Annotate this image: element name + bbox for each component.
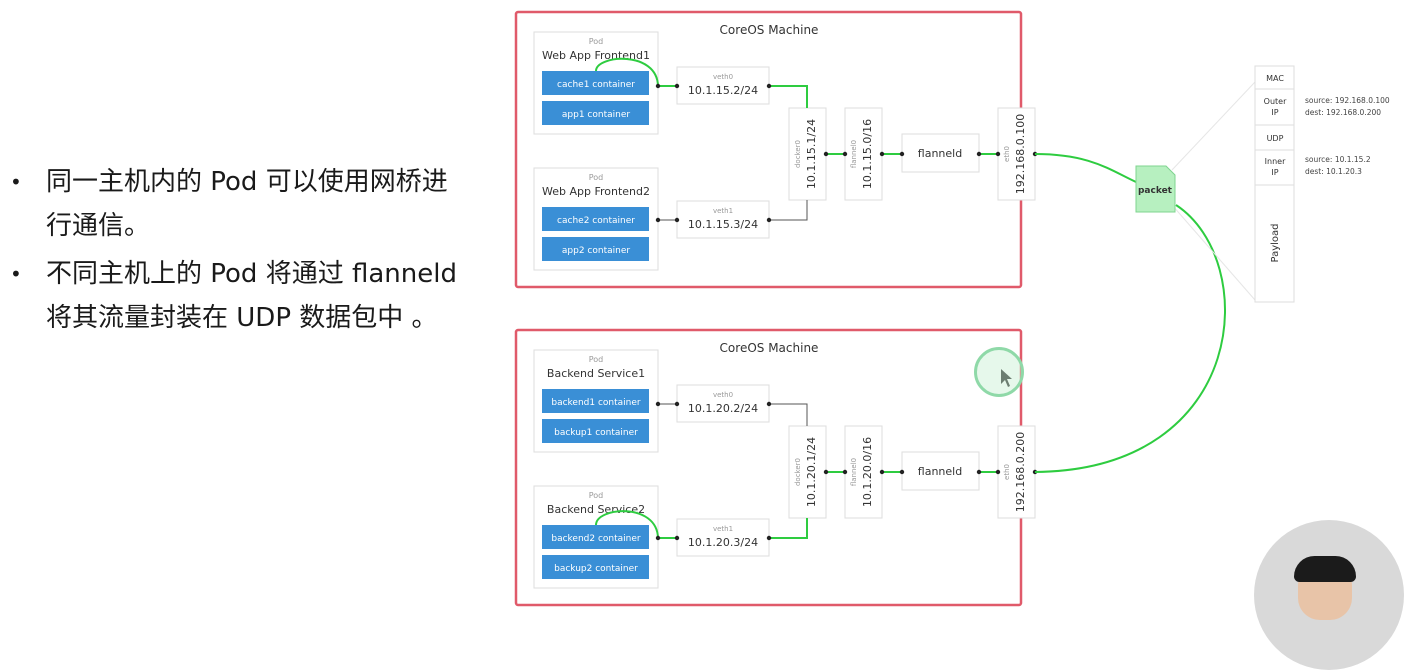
eth0-box: eth0 192.168.0.200 bbox=[997, 425, 1036, 519]
packet-guide-lines bbox=[1171, 81, 1256, 301]
pod-tag: Pod bbox=[589, 491, 604, 500]
docker0-box: docker0 10.1.20.1/24 bbox=[788, 425, 827, 519]
bullet-list: • 同一主机内的 Pod 可以使用网桥进行通信。 • 不同主机上的 Pod 将通… bbox=[10, 160, 460, 344]
bridge-ip: 10.1.15.1/24 bbox=[805, 119, 818, 189]
veth-ip: 10.1.20.2/24 bbox=[688, 402, 758, 415]
container-box bbox=[542, 71, 649, 95]
bullet-text: 不同主机上的 Pod 将通过 flanneld 将其流量封装在 UDP 数据包中… bbox=[46, 259, 457, 333]
eth-tag: eth0 bbox=[1003, 464, 1011, 480]
bullet-text: 同一主机内的 Pod 可以使用网桥进行通信。 bbox=[46, 167, 448, 241]
coreos-machine-1: CoreOS Machine Pod Web App Frontend1 cac… bbox=[514, 10, 1038, 289]
flanneld-box: flanneld bbox=[901, 133, 980, 173]
container-box bbox=[542, 419, 649, 443]
container-box bbox=[542, 555, 649, 579]
flanneld-box: flanneld bbox=[901, 451, 980, 491]
veth0-box: veth0 10.1.15.2/24 bbox=[676, 66, 770, 105]
container-label: backup2 container bbox=[554, 564, 638, 574]
eth-ip: 192.168.0.200 bbox=[1014, 432, 1027, 512]
flannel-tag: flannel0 bbox=[850, 140, 858, 168]
flannel0-box: flannel0 10.1.15.0/16 bbox=[844, 107, 883, 201]
coreos-machine-2: CoreOS Machine Pod Backend Service1 back… bbox=[514, 328, 1038, 607]
container-box bbox=[542, 525, 649, 549]
machine1-links bbox=[595, 57, 998, 221]
container-box bbox=[542, 207, 649, 231]
flanneld-label: flanneld bbox=[918, 147, 962, 160]
flannel-ip: 10.1.15.0/16 bbox=[861, 119, 874, 189]
bullet-item: • 不同主机上的 Pod 将通过 flanneld 将其流量封装在 UDP 数据… bbox=[10, 252, 460, 340]
veth-ip: 10.1.15.3/24 bbox=[688, 218, 758, 231]
machine2-links bbox=[595, 403, 998, 539]
veth1-box: veth1 10.1.20.3/24 bbox=[676, 518, 770, 557]
cursor-highlight bbox=[974, 347, 1024, 397]
machine-title: CoreOS Machine bbox=[720, 23, 819, 37]
machine1-link-dots bbox=[655, 83, 1038, 223]
bullet-dot-icon: • bbox=[10, 262, 22, 286]
container-box bbox=[542, 237, 649, 261]
inner-dest: dest: 10.1.20.3 bbox=[1305, 167, 1362, 176]
pod-tag: Pod bbox=[589, 355, 604, 364]
container-box bbox=[542, 101, 649, 125]
container-label: backend2 container bbox=[551, 534, 641, 544]
packet-label: packet bbox=[1138, 186, 1173, 196]
pod-web-frontend1: Pod Web App Frontend1 cache1 container a… bbox=[533, 31, 659, 135]
eth-ip: 192.168.0.100 bbox=[1014, 114, 1027, 194]
veth-tag: veth0 bbox=[713, 391, 733, 399]
veth-ip: 10.1.20.3/24 bbox=[688, 536, 758, 549]
outer-dest: dest: 192.168.0.200 bbox=[1305, 108, 1381, 117]
veth1-box: veth1 10.1.15.3/24 bbox=[676, 200, 770, 239]
veth0-box: veth0 10.1.20.2/24 bbox=[676, 384, 770, 423]
flannel0-box: flannel0 10.1.20.0/16 bbox=[844, 425, 883, 519]
veth-tag: veth1 bbox=[713, 525, 733, 533]
container-label: app2 container bbox=[562, 246, 630, 256]
outer-source: source: 192.168.0.100 bbox=[1305, 96, 1390, 105]
pod-tag: Pod bbox=[589, 173, 604, 182]
machine-title: CoreOS Machine bbox=[720, 341, 819, 355]
container-label: backup1 container bbox=[554, 428, 638, 438]
packet-badge: packet bbox=[1135, 165, 1176, 213]
packet-field-mac: MAC bbox=[1266, 74, 1284, 83]
udp-tunnel-link bbox=[1034, 153, 1226, 473]
bridge-ip: 10.1.20.1/24 bbox=[805, 437, 818, 507]
eth-tag: eth0 bbox=[1003, 146, 1011, 162]
container-label: app1 container bbox=[562, 110, 630, 120]
container-label: cache1 container bbox=[557, 80, 635, 90]
machine2-link-dots bbox=[655, 401, 1038, 541]
bridge-tag: docker0 bbox=[794, 140, 802, 168]
pod-name: Backend Service1 bbox=[547, 367, 645, 380]
veth-tag: veth1 bbox=[713, 207, 733, 215]
pod-name: Web App Frontend2 bbox=[542, 185, 650, 198]
inner-source: source: 10.1.15.2 bbox=[1305, 155, 1371, 164]
packet-field-udp: UDP bbox=[1267, 134, 1284, 143]
eth0-box: eth0 192.168.0.100 bbox=[997, 107, 1036, 201]
packet-field-payload: Payload bbox=[1270, 224, 1281, 263]
docker0-box: docker0 10.1.15.1/24 bbox=[788, 107, 827, 201]
flanneld-label: flanneld bbox=[918, 465, 962, 478]
bridge-tag: docker0 bbox=[794, 458, 802, 486]
veth-tag: veth0 bbox=[713, 73, 733, 81]
bullet-item: • 同一主机内的 Pod 可以使用网桥进行通信。 bbox=[10, 160, 460, 248]
bullet-dot-icon: • bbox=[10, 170, 22, 194]
pod-name: Backend Service2 bbox=[547, 503, 645, 516]
pod-web-frontend2: Pod Web App Frontend2 cache2 container a… bbox=[533, 167, 659, 271]
container-box bbox=[542, 389, 649, 413]
flannel-network-diagram: CoreOS Machine Pod Web App Frontend1 cac… bbox=[514, 10, 1390, 607]
pod-backend-service1: Pod Backend Service1 backend1 container … bbox=[533, 349, 659, 453]
container-label: cache2 container bbox=[557, 216, 635, 226]
pod-backend-service2: Pod Backend Service2 backend2 container … bbox=[533, 485, 659, 589]
container-label: backend1 container bbox=[551, 398, 641, 408]
flannel-ip: 10.1.20.0/16 bbox=[861, 437, 874, 507]
presenter-webcam bbox=[1254, 520, 1404, 670]
flannel-tag: flannel0 bbox=[850, 458, 858, 486]
veth-ip: 10.1.15.2/24 bbox=[688, 84, 758, 97]
presenter-hair bbox=[1294, 556, 1356, 582]
pod-tag: Pod bbox=[589, 37, 604, 46]
